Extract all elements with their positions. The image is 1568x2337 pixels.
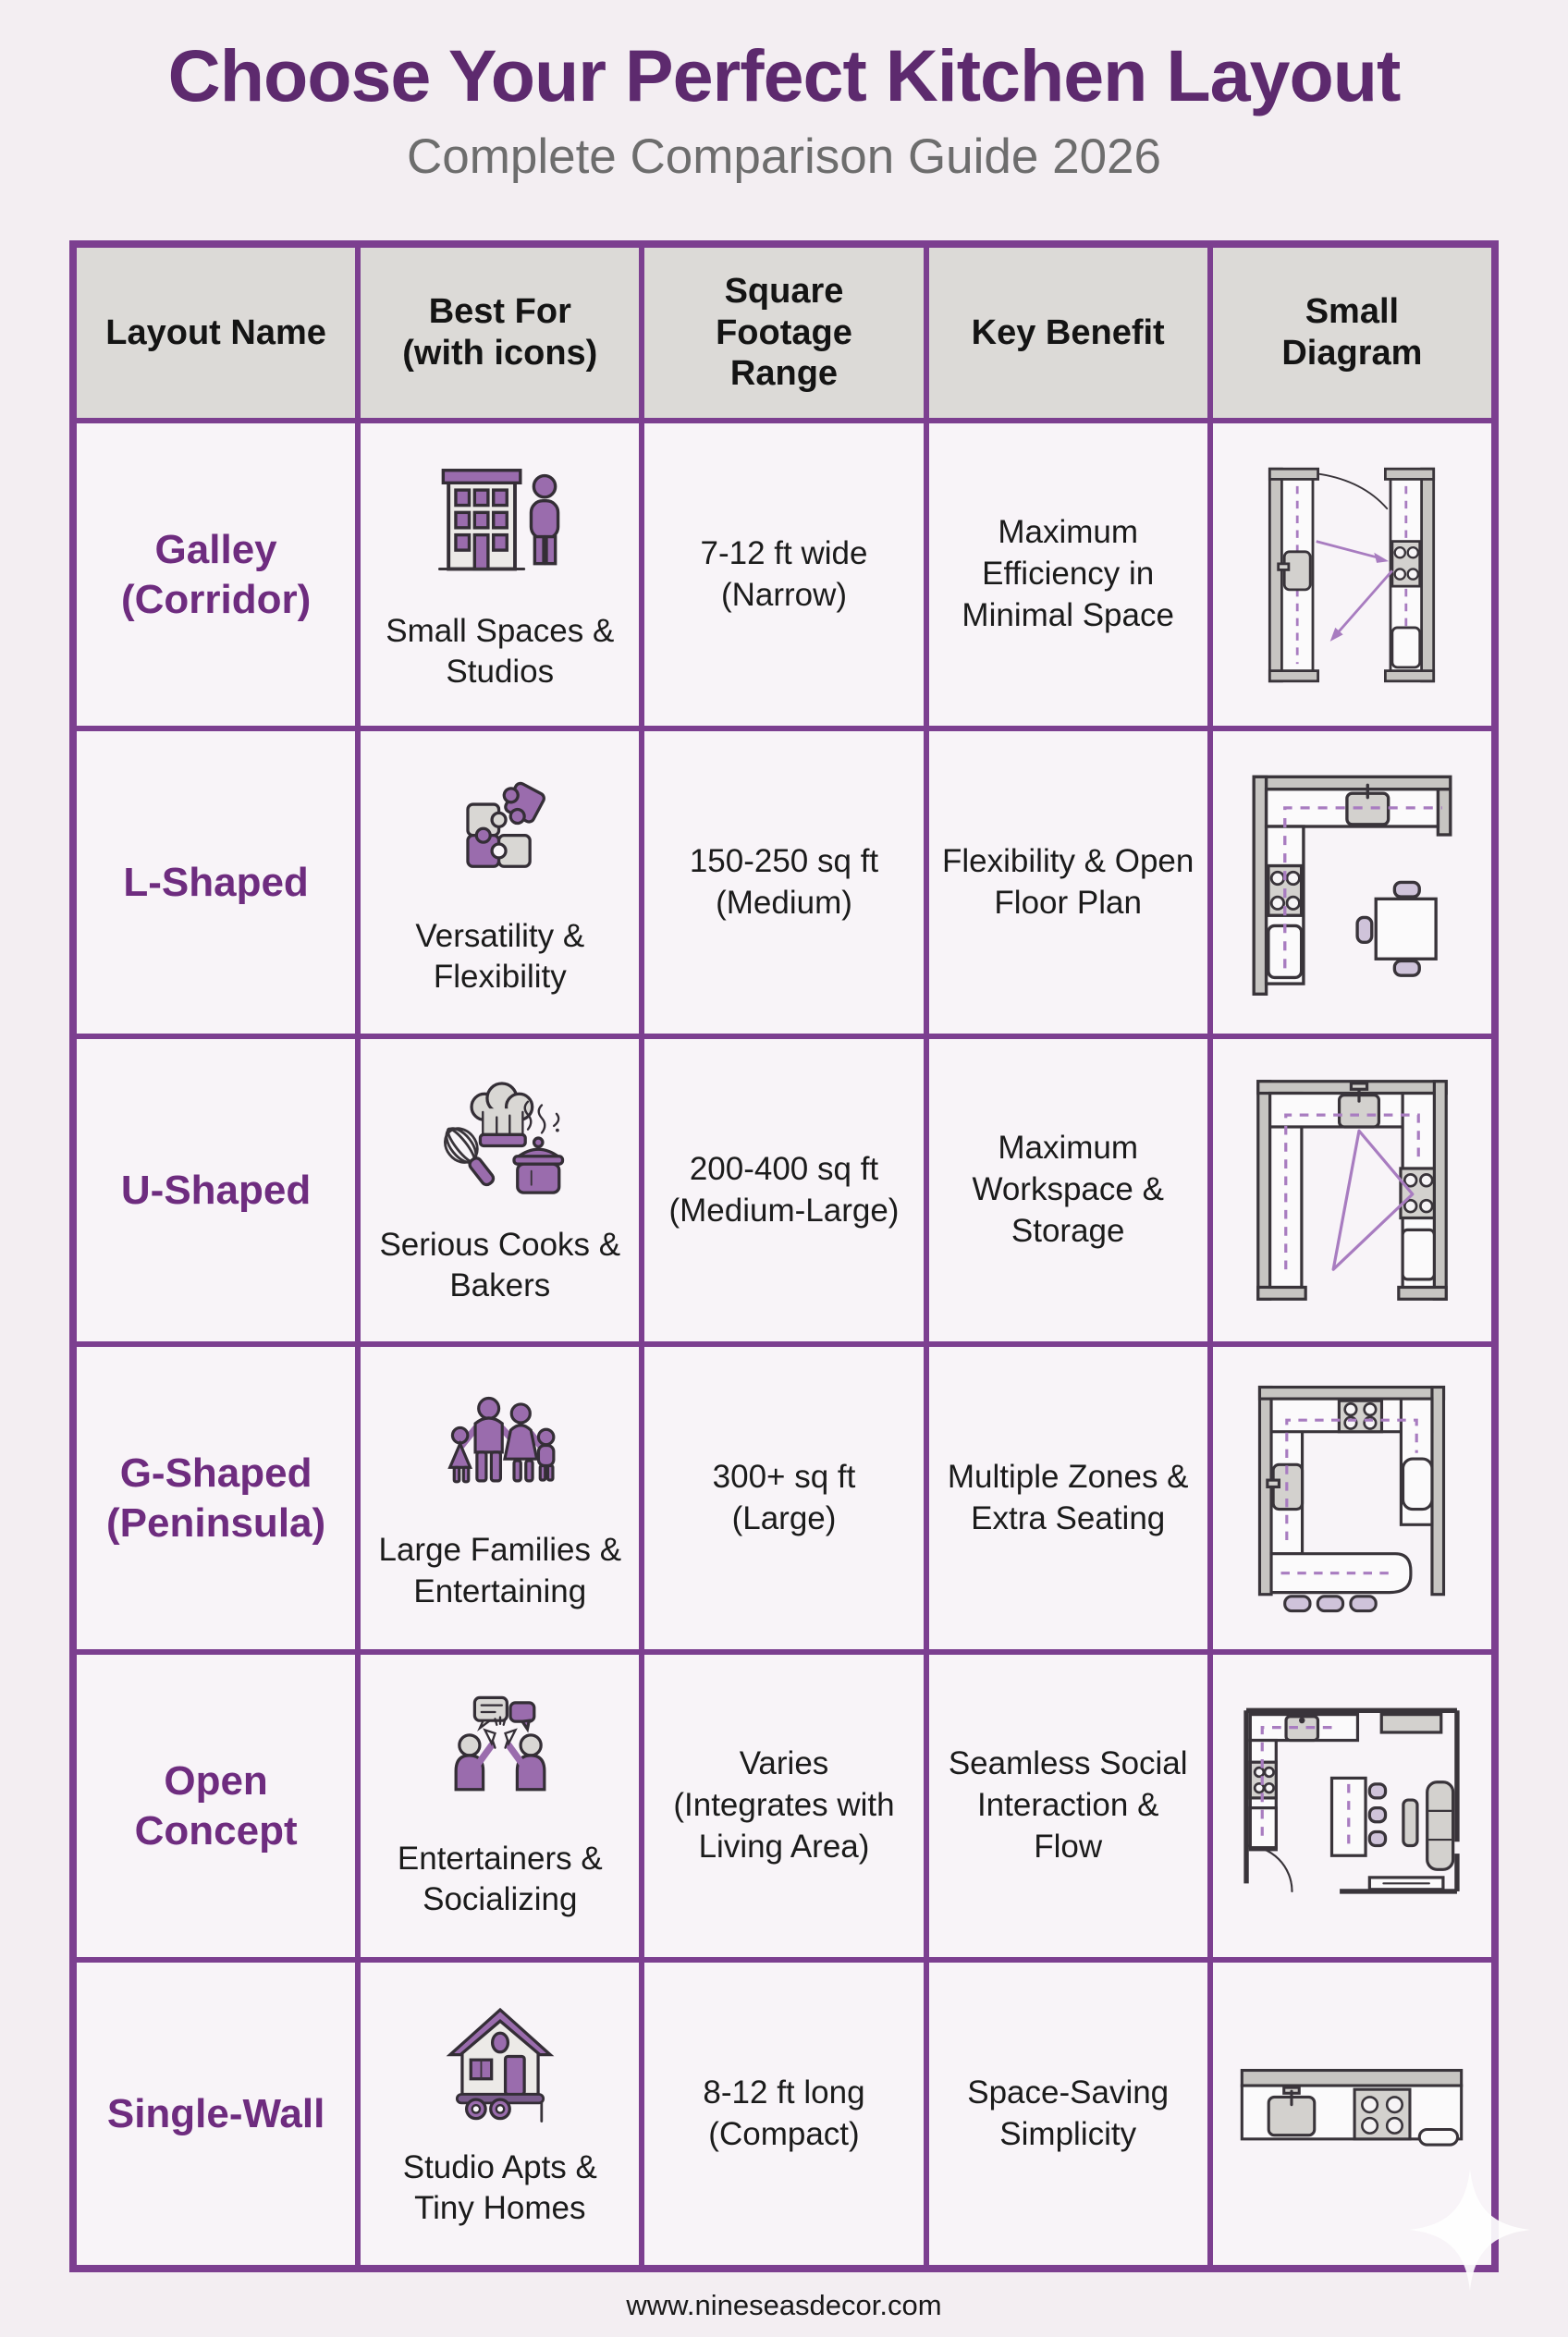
- header-cell-square-footage: Square Footage Range: [644, 248, 924, 419]
- header-cell-best-for: Best For (with icons): [361, 248, 640, 419]
- diagram-cell: [1212, 1655, 1491, 1958]
- layout-name-cell: U-Shaped: [77, 1039, 356, 1342]
- best-for-cell: Small Spaces & Studios: [361, 423, 640, 727]
- key-benefit-cell: Seamless Social Interaction & Flow: [928, 1655, 1207, 1958]
- best-for-label: Serious Cooks & Bakers: [379, 1226, 621, 1304]
- family-icon: [428, 1383, 571, 1521]
- best-for-cell: Large Families & Entertaining: [361, 1347, 640, 1650]
- diagram-cell: [1212, 1963, 1491, 2266]
- header-cell-layout-name: Layout Name: [77, 248, 356, 419]
- layout-name-cell: G-Shaped (Peninsula): [77, 1347, 356, 1650]
- layout-name-cell: Open Concept: [77, 1655, 356, 1958]
- square-footage-cell: 300+ sq ft (Large): [644, 1347, 924, 1650]
- building-person-icon: [423, 456, 576, 602]
- best-for-label: Entertainers & Socializing: [397, 1840, 603, 1918]
- open-concept-floorplan: [1243, 1707, 1461, 1894]
- best-for-label: Small Spaces & Studios: [386, 612, 615, 691]
- square-footage-cell: 8-12 ft long (Compact): [644, 1963, 924, 2266]
- key-benefit-cell: Multiple Zones & Extra Seating: [928, 1347, 1207, 1650]
- header-cell-small-diagram: Small Diagram: [1212, 248, 1491, 419]
- layout-name-cell: Single-Wall: [77, 1963, 356, 2266]
- single-wall-floorplan: [1241, 2068, 1464, 2147]
- page-subtitle: Complete Comparison Guide 2026: [406, 129, 1162, 185]
- galley-corridor-floorplan: [1268, 467, 1436, 682]
- diagram-cell: [1212, 423, 1491, 727]
- best-for-label: Large Families & Entertaining: [378, 1532, 622, 1609]
- diagram-cell: [1212, 731, 1491, 1034]
- key-benefit-cell: Flexibility & Open Floor Plan: [928, 731, 1207, 1034]
- header-cell-key-benefit: Key Benefit: [928, 248, 1207, 419]
- best-for-cell: Serious Cooks & Bakers: [361, 1039, 640, 1342]
- comparison-table: Layout Name Best For (with icons) Square…: [69, 240, 1499, 2273]
- key-benefit-cell: Maximum Workspace & Storage: [928, 1039, 1207, 1342]
- g-shaped-floorplan: [1258, 1385, 1446, 1612]
- sparkle-watermark-icon: [1409, 2169, 1531, 2291]
- page-title: Choose Your Perfect Kitchen Layout: [167, 34, 1402, 116]
- diagram-cell: [1212, 1039, 1491, 1342]
- key-benefit-cell: Maximum Efficiency in Minimal Space: [928, 423, 1207, 727]
- best-for-cell: Studio Apts & Tiny Homes: [361, 1963, 640, 2266]
- square-footage-cell: 150-250 sq ft (Medium): [644, 731, 924, 1034]
- square-footage-cell: 7-12 ft wide (Narrow): [644, 423, 924, 727]
- layout-name-cell: Galley (Corridor): [77, 423, 356, 727]
- key-benefit-cell: Space-Saving Simplicity: [928, 1963, 1207, 2266]
- footer-url: www.nineseasdecor.com: [626, 2289, 942, 2322]
- people-toasting-icon: [431, 1691, 570, 1829]
- square-footage-cell: 200-400 sq ft (Medium-Large): [644, 1039, 924, 1342]
- square-footage-cell: Varies (Integrates with Living Area): [644, 1655, 924, 1958]
- best-for-cell: Versatility & Flexibility: [361, 731, 640, 1034]
- chef-cooking-icon: [431, 1073, 570, 1216]
- page-header: Choose Your Perfect Kitchen Layout Compl…: [0, 0, 1568, 187]
- best-for-label: Versatility & Flexibility: [415, 917, 585, 996]
- u-shaped-floorplan: [1256, 1080, 1448, 1301]
- best-for-cell: Entertainers & Socializing: [361, 1655, 640, 1958]
- layout-name-cell: L-Shaped: [77, 731, 356, 1034]
- puzzle-pieces-icon: [433, 766, 567, 907]
- best-for-label: Studio Apts & Tiny Homes: [402, 2148, 597, 2227]
- l-shaped-floorplan: [1252, 775, 1452, 996]
- tiny-house-icon: [431, 1998, 570, 2138]
- diagram-cell: [1212, 1347, 1491, 1650]
